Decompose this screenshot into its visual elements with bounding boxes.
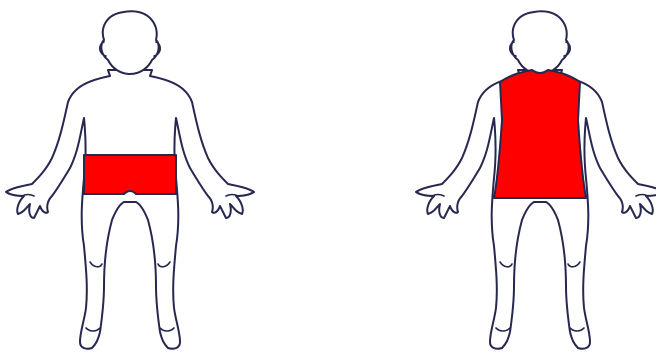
back-view-figure [416, 11, 656, 349]
front-view-figure [6, 11, 254, 349]
back-torso-highlight [494, 70, 586, 198]
front-shorts-highlight [84, 155, 176, 194]
